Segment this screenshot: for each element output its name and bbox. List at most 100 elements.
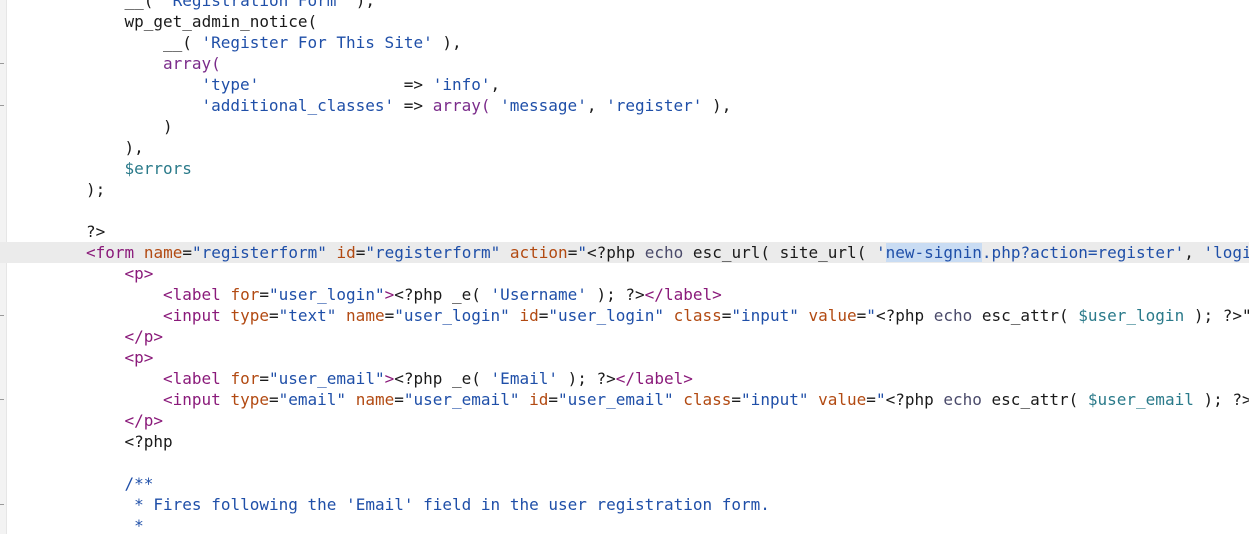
code-token: ": [866, 306, 876, 325]
code-token: "input": [741, 390, 809, 409]
code-token: [134, 243, 144, 262]
code-token: <p>: [124, 264, 154, 283]
code-token: 'register': [606, 96, 703, 115]
code-token: [664, 306, 674, 325]
code-line[interactable]: ​: [0, 452, 1249, 473]
code-token: array(: [163, 54, 221, 73]
code-token: ),: [702, 96, 732, 115]
code-token: __(: [124, 0, 164, 10]
code-line[interactable]: <input type="text" name="user_login" id=…: [0, 305, 1249, 326]
code-token: "registerform": [191, 243, 327, 262]
code-line[interactable]: <form name="registerform" id="registerfo…: [0, 242, 1249, 263]
gutter-marker: [0, 504, 4, 505]
code-token: "registerform": [365, 243, 501, 262]
code-token: 'Register For This Site': [201, 33, 433, 52]
code-token: class: [673, 306, 722, 325]
code-token: type: [230, 306, 269, 325]
code-token: [519, 390, 529, 409]
code-line[interactable]: <label for="user_email"><?php _e( 'Email…: [0, 368, 1249, 389]
code-token: wp_get_admin_notice(: [124, 12, 318, 31]
code-token: =: [567, 243, 578, 262]
code-token: ); ?>: [586, 285, 645, 304]
code-token: <input: [163, 306, 221, 325]
code-line[interactable]: <label for="user_login"><?php _e( 'Usern…: [0, 284, 1249, 305]
code-token: =: [856, 306, 867, 325]
code-token: =>: [259, 75, 433, 94]
code-token: =: [259, 285, 269, 304]
code-token: =: [268, 306, 279, 325]
code-line[interactable]: 'type' => 'info',: [0, 74, 1249, 95]
code-line[interactable]: $errors: [0, 158, 1249, 179]
code-line[interactable]: 'additional_classes' => array( 'message'…: [0, 95, 1249, 116]
code-token: "user_email": [403, 390, 520, 409]
code-line[interactable]: </p>: [0, 326, 1249, 347]
code-token: [221, 390, 231, 409]
code-token: $errors: [124, 159, 192, 178]
code-token: "input": [731, 306, 799, 325]
code-token: "text": [278, 306, 337, 325]
code-line[interactable]: ): [0, 116, 1249, 137]
code-token: [490, 96, 500, 115]
code-line[interactable]: ),: [0, 137, 1249, 158]
code-token: </p>: [124, 411, 164, 430]
code-token: 'type': [201, 75, 260, 94]
code-token: =: [548, 390, 558, 409]
code-token: ),: [432, 33, 462, 52]
code-token: "email": [278, 390, 347, 409]
code-token: <form: [86, 243, 135, 262]
code-line[interactable]: __( 'Register For This Site' ),: [0, 32, 1249, 53]
code-line[interactable]: <p>: [0, 263, 1249, 284]
code-token: * Fires following the 'Email' field in t…: [124, 495, 770, 514]
code-token: value: [808, 306, 857, 325]
code-token: <?php _e(: [394, 369, 491, 388]
code-line[interactable]: );: [0, 179, 1249, 200]
code-token: esc_attr(: [972, 306, 1079, 325]
code-line[interactable]: __( 'Registration Form' ),: [0, 0, 1249, 11]
code-token: name: [143, 243, 183, 262]
code-token: >: [384, 285, 395, 304]
code-token: "user_email": [268, 369, 385, 388]
code-token: echo: [644, 243, 684, 262]
code-token: >: [384, 369, 395, 388]
code-line[interactable]: array(: [0, 53, 1249, 74]
code-line[interactable]: /**: [0, 473, 1249, 494]
code-token: *: [124, 516, 144, 534]
code-token: 'message': [500, 96, 587, 115]
code-token: ": [577, 243, 587, 262]
code-line[interactable]: ?>: [0, 221, 1249, 242]
code-token: echo: [943, 390, 982, 409]
code-token: [500, 243, 510, 262]
code-token: 'Email': [490, 369, 558, 388]
code-token: type: [230, 390, 269, 409]
code-line[interactable]: ​: [0, 200, 1249, 221]
code-line[interactable]: wp_get_admin_notice(: [0, 11, 1249, 32]
code-line[interactable]: </p>: [0, 410, 1249, 431]
code-token: esc_url( site_url(: [683, 243, 876, 262]
code-token: <label: [163, 285, 221, 304]
code-token: <p>: [124, 348, 154, 367]
code-line[interactable]: <input type="email" name="user_email" id…: [0, 389, 1249, 410]
code-line[interactable]: * Fires following the 'Email' field in t…: [0, 494, 1249, 515]
code-token: name: [355, 390, 395, 409]
code-line[interactable]: *: [0, 515, 1249, 534]
code-token: <?php: [875, 306, 934, 325]
code-token: ,: [1184, 243, 1204, 262]
code-token: </p>: [124, 327, 164, 346]
code-line[interactable]: <?php: [0, 431, 1249, 452]
code-token: ": [875, 390, 886, 409]
code-token: ): [163, 117, 173, 136]
code-token: );: [86, 180, 106, 199]
code-token: ); ?>": [1203, 390, 1249, 409]
code-token: 'Registration Form': [163, 0, 347, 10]
code-token: $user_email: [1087, 390, 1194, 409]
code-token: =: [731, 390, 742, 409]
selected-text: new-signin: [885, 243, 982, 262]
code-token: ); ?>": [1184, 306, 1249, 325]
code-token: name: [346, 306, 385, 325]
code-token: for: [230, 369, 260, 388]
code-token: .php?action=register': [981, 243, 1185, 262]
code-line[interactable]: <p>: [0, 347, 1249, 368]
code-token: 'Username': [490, 285, 587, 304]
